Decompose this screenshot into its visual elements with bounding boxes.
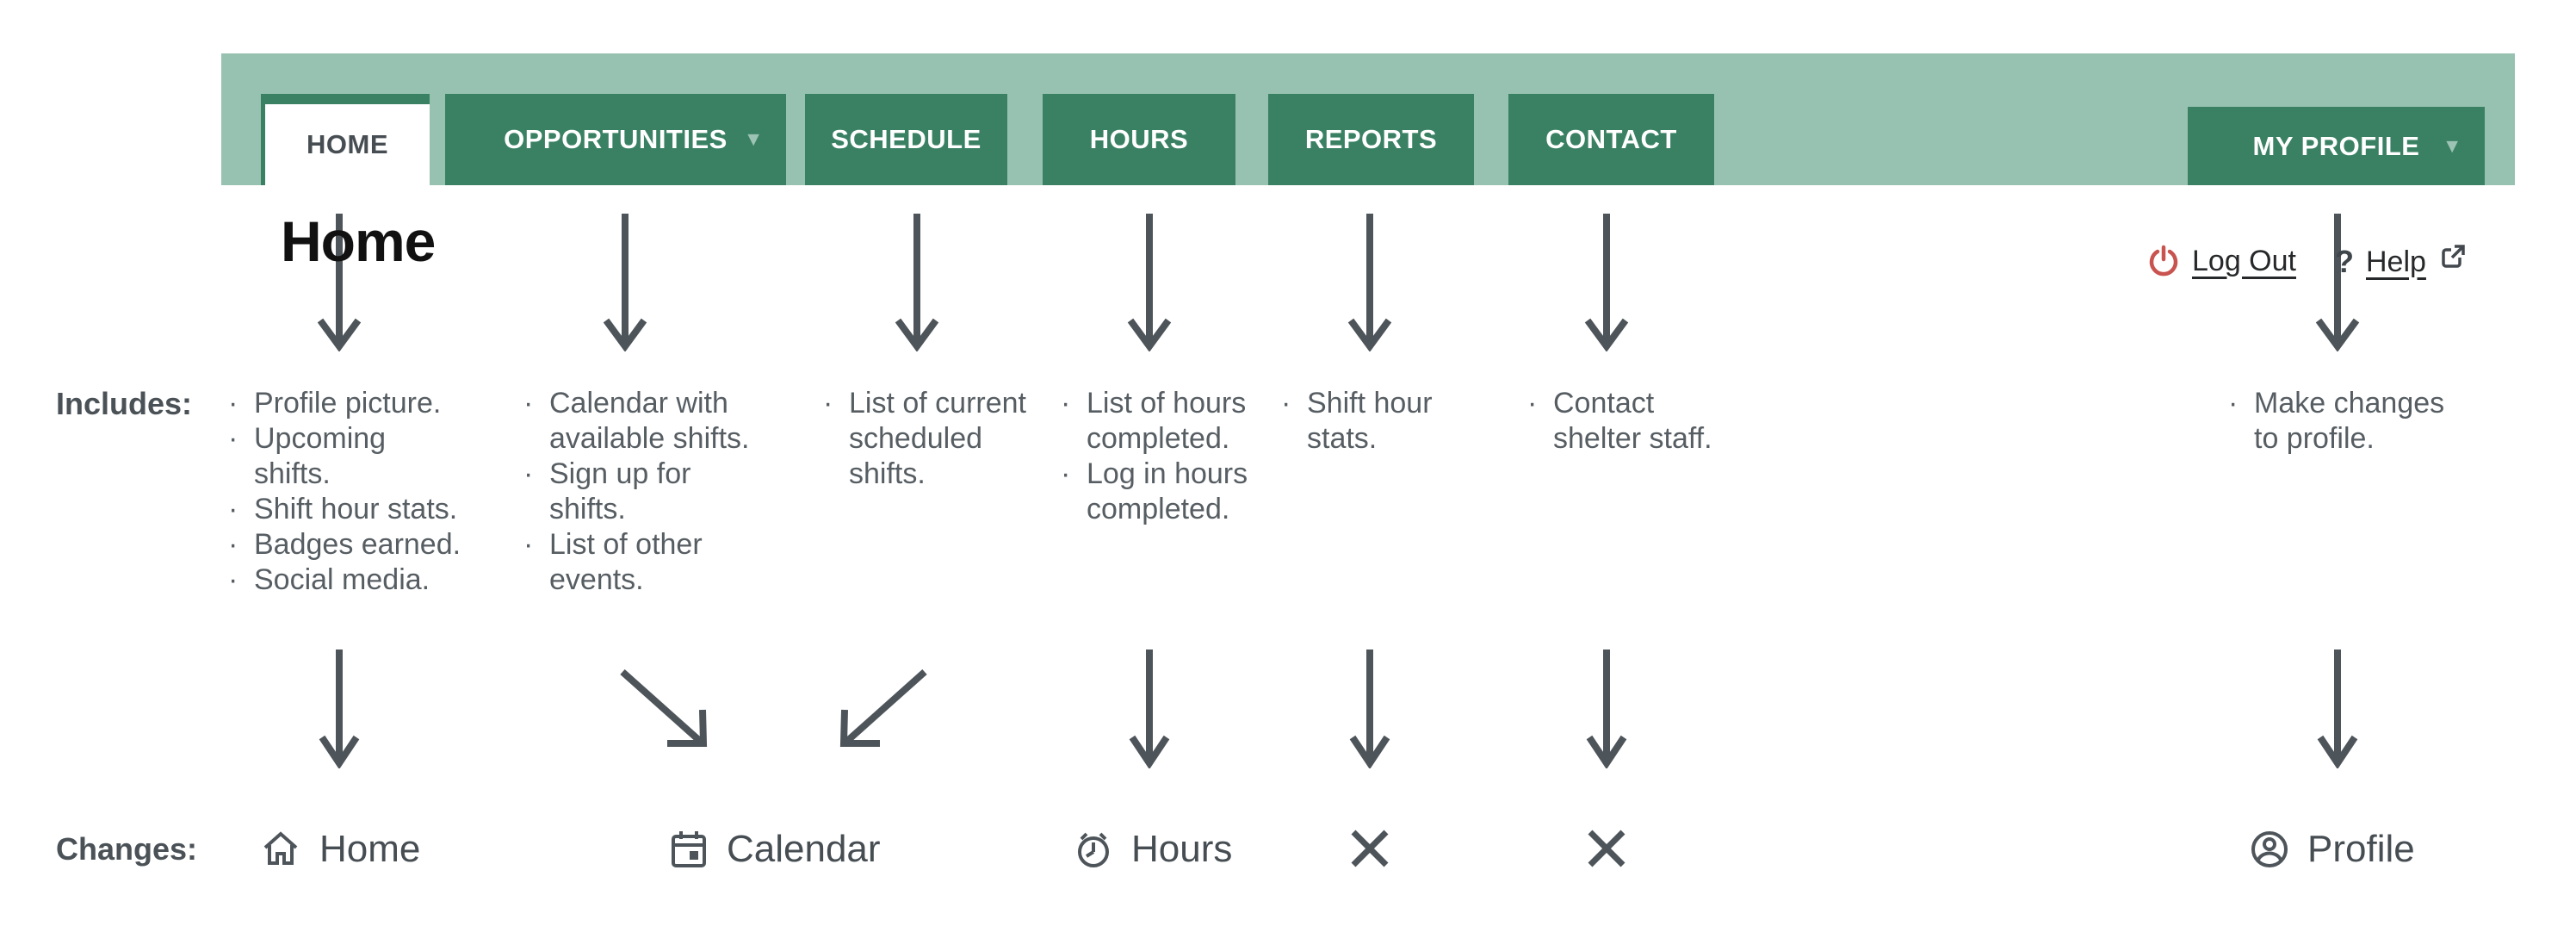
logout-link-group: Log Out [2147,244,2296,278]
change-item-label: Home [319,828,421,870]
tab-contact[interactable]: CONTACT [1508,94,1714,185]
bullet-icon: · [1281,387,1291,420]
bullet-icon: · [228,563,238,596]
flow-arrow-down-contact [1584,214,1629,351]
list-item: ·Sign up for shifts. [523,457,691,525]
change-item-label: Hours [1131,828,1233,870]
list-item: ·Make changes to profile. [2228,387,2445,455]
includes-list-schedule: ·List of current scheduled shifts. [823,386,1026,492]
includes-list-reports: ·Shift hour stats. [1281,386,1433,457]
list-item: ·Log in hours completed. [1061,457,1248,525]
tab-my-profile[interactable]: MY PROFILE ▼ [2188,107,2485,185]
bullet-icon: · [823,387,833,420]
tab-schedule-label: SCHEDULE [831,124,981,154]
bullet-icon: · [523,457,534,490]
flow-arrow-down-home [317,214,362,351]
bullet-icon: · [523,387,534,420]
flow-arrow-down-opportunities [603,214,647,351]
list-item: ·Contact shelter staff. [1527,387,1712,455]
change-item-label: Profile [2307,828,2415,870]
changes-label: Changes: [56,831,198,867]
help-link[interactable]: Help [2366,245,2426,278]
bullet-icon: · [2228,387,2239,420]
removed-x-icon-reports [1351,830,1389,867]
page-title: Home [281,209,436,273]
home-icon [263,831,298,865]
flow-arrow-down-my-profile [2315,214,2360,351]
alarm-clock-icon [1078,832,1109,867]
bullet-icon: · [1061,387,1071,420]
tab-opportunities-label: OPPORTUNITIES [504,124,728,154]
change-item-home: Home [261,825,420,873]
bullet-icon: · [1527,387,1538,420]
external-link-icon [2442,245,2465,268]
bullet-icon: · [228,528,238,561]
flow-arrow-down-my-profile-2 [2317,650,2358,768]
tab-my-profile-label: MY PROFILE [2252,130,2420,161]
change-item-profile: Profile [2249,825,2415,873]
list-item: ·Profile picture. [228,387,442,420]
bullet-icon: · [523,528,534,561]
tab-home-label: HOME [307,129,388,159]
change-item-label: Calendar [727,828,881,870]
flow-arrow-diagonal-right-opportunities [620,669,708,747]
flow-arrow-down-hours [1127,214,1172,351]
chevron-down-icon: ▼ [2442,134,2462,157]
flow-arrow-down-reports [1347,214,1392,351]
list-item: ·List of current scheduled shifts. [823,387,1026,490]
tab-reports-label: REPORTS [1304,124,1438,154]
list-item: ·List of other events. [523,528,703,596]
list-item: ·Social media. [228,563,430,596]
removed-x-icon-contact [1588,830,1625,867]
list-item: ·List of hours completed. [1061,387,1247,455]
question-mark-icon: ? [2335,244,2354,279]
includes-list-contact: ·Contact shelter staff. [1527,386,1712,457]
list-item: ·Shift hour stats. [1281,387,1433,455]
calendar-icon [672,831,706,867]
flow-arrow-down-home-2 [319,650,360,768]
list-item: ·Upcoming shifts. [228,422,387,490]
chevron-down-icon: ▼ [743,127,764,151]
tab-hours[interactable]: HOURS [1043,94,1235,185]
includes-list-opportunities: ·Calendar with available shifts. ·Sign u… [523,386,749,598]
power-icon [2149,245,2178,277]
flow-arrow-down-contact-2 [1586,650,1627,768]
flow-arrow-down-hours-2 [1129,650,1170,768]
tab-reports[interactable]: REPORTS [1268,94,1474,185]
tab-contact-label: CONTACT [1545,124,1677,154]
bullet-icon: · [228,387,238,420]
list-item: ·Shift hour stats. [228,493,458,525]
tab-opportunities[interactable]: OPPORTUNITIES ▼ [445,94,786,185]
help-link-group: ? Help [2335,244,2466,280]
includes-list-home: ·Profile picture. ·Upcoming shifts. ·Shi… [228,386,461,598]
tab-home[interactable]: HOME [261,94,430,185]
flow-arrow-down-schedule [895,214,939,351]
includes-list-hours: ·List of hours completed. ·Log in hours … [1061,386,1248,527]
bullet-icon: · [228,493,238,525]
tab-schedule[interactable]: SCHEDULE [805,94,1007,185]
flow-arrow-diagonal-left-schedule [839,669,927,747]
profile-icon [2251,831,2288,867]
includes-list-my-profile: ·Make changes to profile. [2228,386,2444,457]
includes-label: Includes: [56,386,193,421]
change-item-calendar: Calendar [668,825,881,873]
logout-link[interactable]: Log Out [2192,244,2296,277]
bullet-icon: · [1061,457,1071,490]
bullet-icon: · [228,422,238,455]
flow-arrow-down-reports-2 [1349,650,1390,768]
list-item: ·Badges earned. [228,528,461,561]
change-item-hours: Hours [1073,825,1232,873]
list-item: ·Calendar with available shifts. [523,387,750,455]
tab-hours-label: HOURS [1089,124,1189,154]
